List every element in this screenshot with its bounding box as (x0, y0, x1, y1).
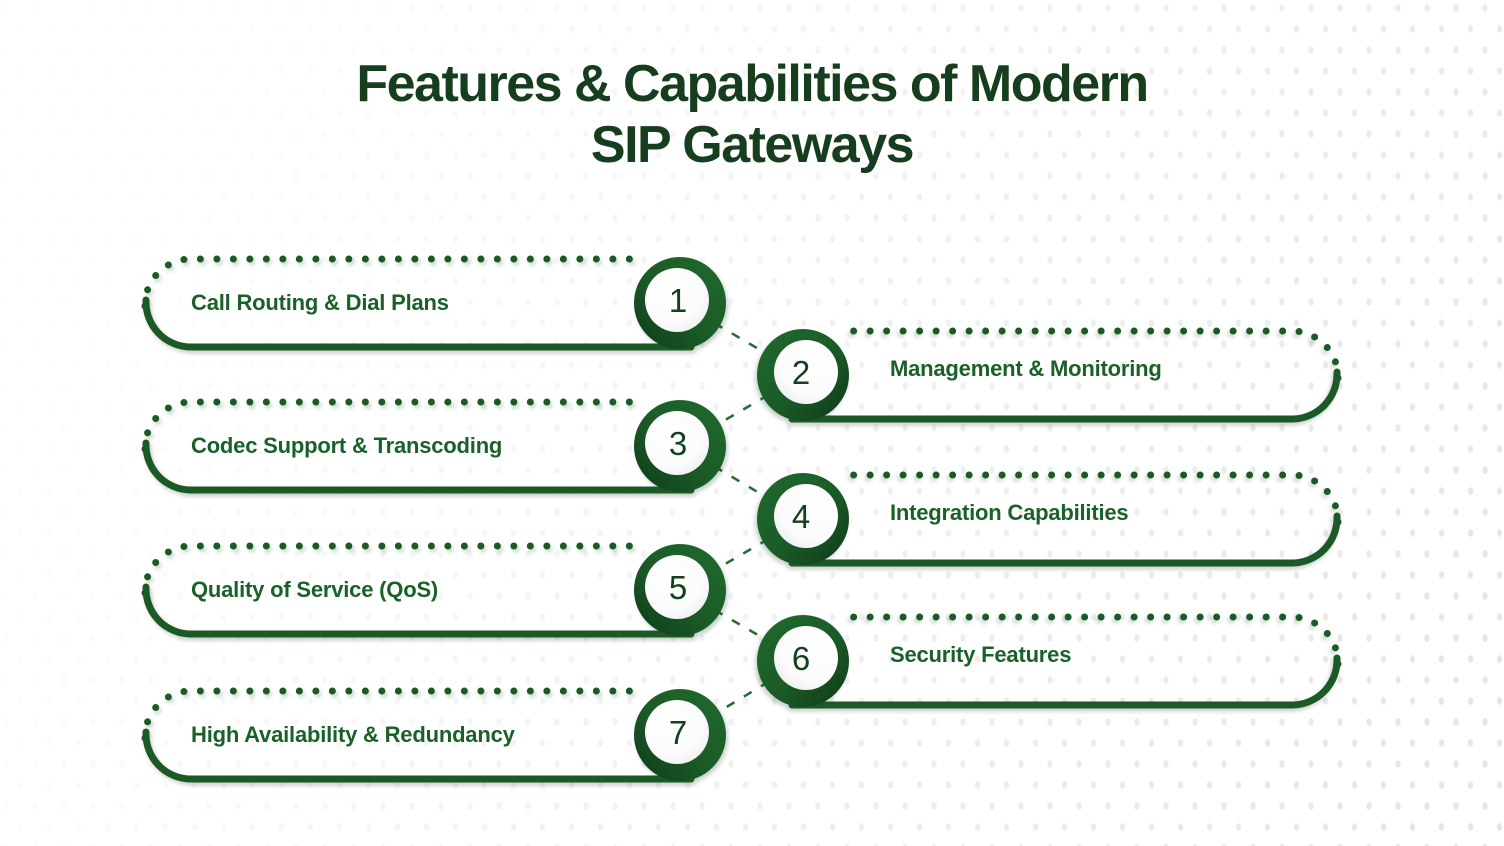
feature-row: High Availability & Redundancy 7 (135, 680, 735, 790)
feature-row: Call Routing & Dial Plans 1 (135, 248, 735, 358)
step-number: 5 (668, 569, 688, 606)
pill-solid-border (142, 583, 695, 638)
feature-label: Integration Capabilities (890, 500, 1129, 525)
feature-label: Quality of Service (QoS) (191, 577, 439, 602)
feature-row: Management & Monitoring 2 (748, 320, 1348, 430)
feature-label: Call Routing & Dial Plans (191, 290, 449, 315)
page-title: Features & Capabilities of Modern SIP Ga… (0, 54, 1504, 176)
pill-shape (141, 542, 726, 638)
step-number: 6 (791, 640, 811, 677)
feature-row: Security Features 6 (748, 606, 1348, 716)
pill-dotted-border (849, 327, 1342, 382)
pill-solid-border (788, 512, 1341, 567)
feature-label: Codec Support & Transcoding (191, 433, 503, 458)
feature-label: High Availability & Redundancy (191, 722, 515, 747)
step-circle-inner (774, 484, 838, 548)
pill-shape (141, 687, 726, 783)
pill-dotted-border (141, 687, 634, 742)
pill-shape (757, 613, 1342, 709)
pill-shape (141, 398, 726, 494)
pill-dotted-border (849, 471, 1342, 526)
pill-dotted-border (141, 255, 634, 310)
feature-label: Security Features (890, 642, 1072, 667)
step-circle-inner (645, 700, 709, 764)
feature-row: Codec Support & Transcoding 3 (135, 391, 735, 501)
pill-shape (757, 327, 1342, 423)
pill-shape (141, 255, 726, 351)
step-number: 1 (668, 282, 688, 319)
pill-solid-border (142, 296, 695, 351)
pill-dotted-border (141, 542, 634, 597)
step-circle-inner (774, 340, 838, 404)
step-circle-inner (774, 626, 838, 690)
page-title-line2: SIP Gateways (590, 115, 915, 174)
pill-solid-border (788, 368, 1341, 423)
pill-dotted-border (849, 613, 1342, 668)
feature-row: Integration Capabilities 4 (748, 464, 1348, 574)
pill-shape (757, 471, 1342, 567)
feature-label: Management & Monitoring (890, 356, 1162, 381)
step-number: 2 (791, 354, 811, 391)
pill-solid-border (788, 654, 1341, 709)
page-title-line1: Features & Capabilities of Modern (356, 55, 1149, 113)
feature-row: Quality of Service (QoS) 5 (135, 535, 735, 645)
pill-solid-border (142, 439, 695, 494)
pill-solid-border (142, 728, 695, 783)
step-circle-inner (645, 555, 709, 619)
step-circle-inner (645, 268, 709, 332)
step-number: 7 (668, 714, 688, 751)
pill-dotted-border (141, 398, 634, 453)
step-number: 4 (791, 498, 811, 535)
step-number: 3 (668, 425, 688, 462)
step-circle-inner (645, 411, 709, 475)
